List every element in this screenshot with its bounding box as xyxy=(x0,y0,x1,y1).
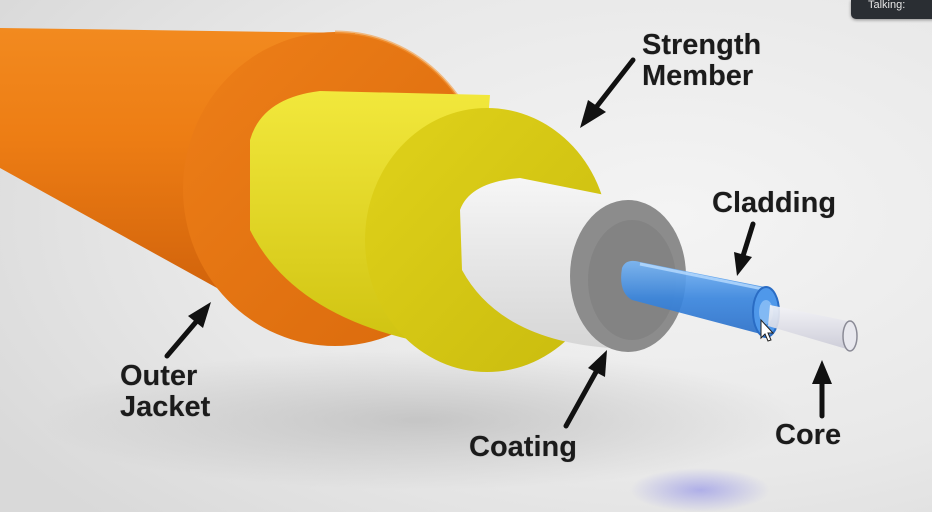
core-rod xyxy=(768,305,852,350)
arrow-coating xyxy=(563,350,607,429)
outer-jacket-label-line-2: Jacket xyxy=(120,391,211,423)
core-label: Core xyxy=(775,420,841,451)
outer-jacket-label-line-1: Outer xyxy=(120,360,198,392)
cladding-label-text: Cladding xyxy=(712,187,837,219)
strength-member-label-line-1: Strength xyxy=(642,29,762,61)
outer-jacket-label: Outer Jacket xyxy=(120,361,210,423)
mouse-cursor-icon xyxy=(760,318,775,342)
cladding-label: Cladding xyxy=(712,188,836,219)
coating-label: Coating xyxy=(469,432,577,463)
strength-member-label: Strength Member xyxy=(642,30,761,92)
talking-indicator-text: Talking: xyxy=(868,0,906,11)
cladding-tube xyxy=(621,260,770,336)
cable-shadow xyxy=(40,350,800,490)
blue-reflection xyxy=(630,468,770,512)
arrow-strength-member xyxy=(580,57,636,128)
arrow-cladding xyxy=(734,221,756,276)
arrow-core xyxy=(812,360,832,419)
coating-body xyxy=(460,178,610,348)
core-label-text: Core xyxy=(775,419,842,451)
strength-member-label-line-2: Member xyxy=(642,60,754,92)
talking-indicator: Talking: xyxy=(851,0,932,19)
coating-label-text: Coating xyxy=(469,431,577,463)
arrow-outer-jacket xyxy=(164,302,211,359)
core-end xyxy=(842,320,858,352)
